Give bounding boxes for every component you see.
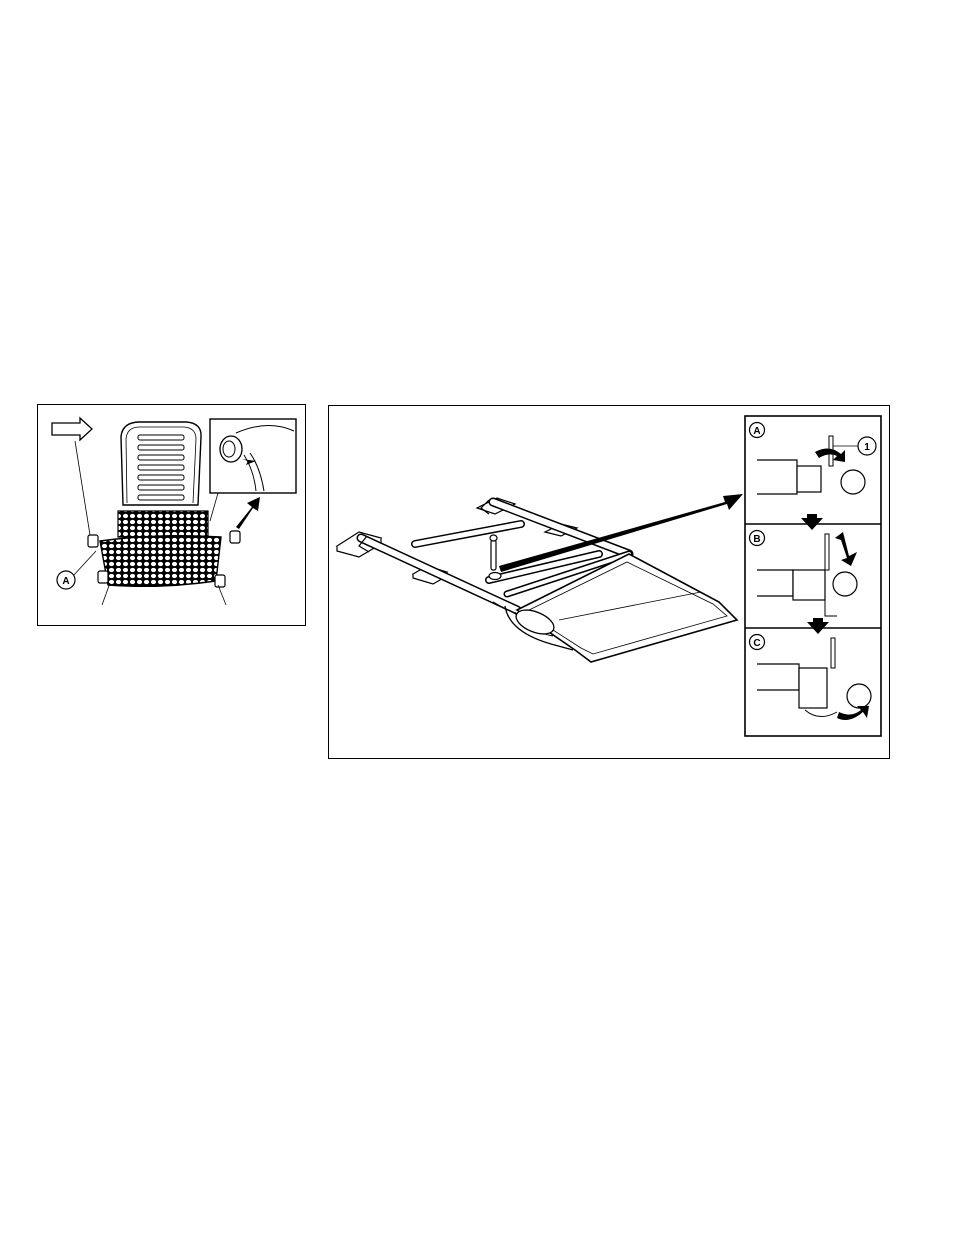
- cargo-net-upper: [118, 511, 208, 537]
- hook-detail-inset: [210, 419, 296, 493]
- step-a-label: A: [753, 426, 760, 437]
- cargo-net-lower: [100, 536, 221, 587]
- release-lever: [489, 535, 501, 580]
- pointer-arrow-icon: [236, 497, 260, 529]
- callout-a-label: A: [62, 576, 69, 587]
- cover-frame-illustration: A 1 B C: [328, 405, 890, 759]
- forward-direction-arrow-icon: [52, 418, 92, 440]
- step-c-label: C: [753, 638, 760, 649]
- callout-a: A: [57, 551, 96, 589]
- seat-net-illustration: A: [37, 404, 306, 626]
- callout-1-label: 1: [864, 442, 870, 453]
- step-b-label: B: [753, 534, 760, 545]
- seat-back: [121, 422, 201, 505]
